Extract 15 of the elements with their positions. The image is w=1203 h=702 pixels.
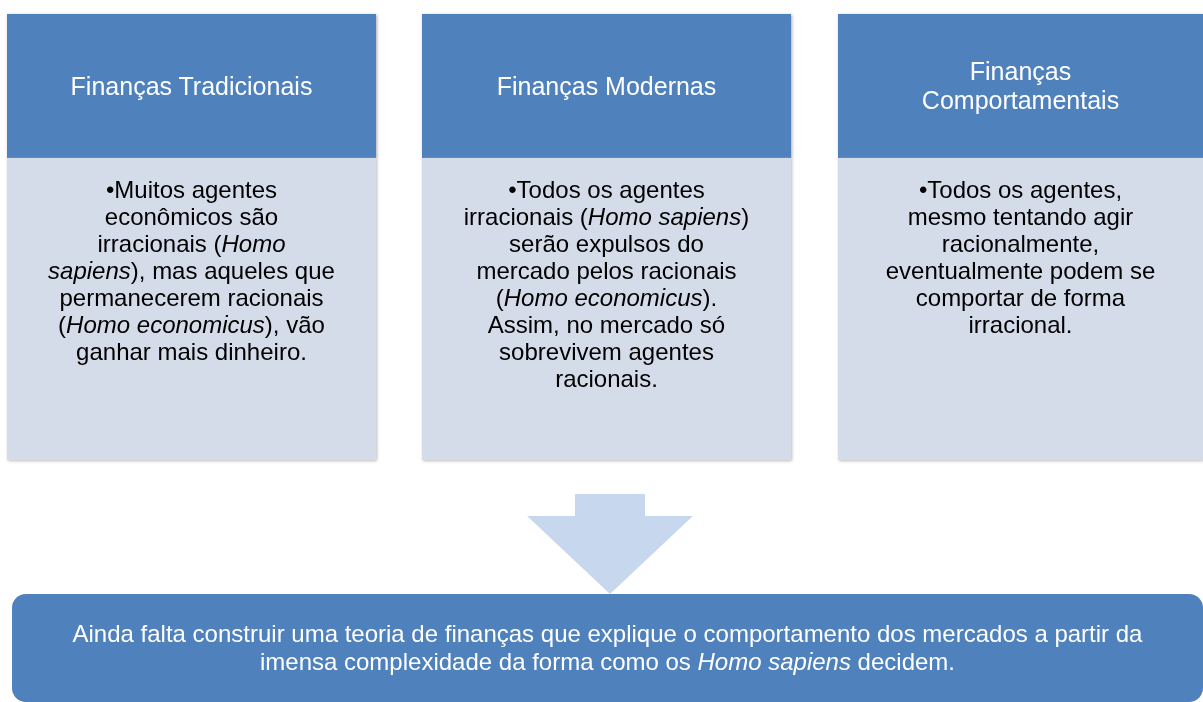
conclusion-box bbox=[12, 594, 1203, 702]
body-text: •Todos os agentes irracionais (Homo sapiens) serão expulsos do mercado pelos racionais (Homo economicus). Assim, no mercado só sobrevivem agentes racionais. bbox=[462, 176, 751, 392]
column-body bbox=[7, 158, 376, 460]
header-text: Finanças Modernas bbox=[496, 71, 717, 101]
column-header bbox=[838, 14, 1203, 158]
body-text: •Todos os agentes, mesmo tentando agir racionalmente, eventualmente podem se comportar de forma irracional. bbox=[884, 176, 1157, 338]
column-header bbox=[422, 14, 791, 158]
header-text: Finanças Tradicionais bbox=[70, 71, 313, 101]
column-header bbox=[7, 14, 376, 158]
body-text: Ainda falta construir uma teoria de finanças que explique o comportamento dos mercados a partir da imensa complexidade da forma como os Homo sapiens decidem. bbox=[71, 620, 1144, 676]
column-body bbox=[838, 158, 1203, 460]
column-body bbox=[422, 158, 791, 460]
down-arrow bbox=[527, 494, 693, 594]
header-text: Finanças Comportamentais bbox=[920, 57, 1121, 115]
body-text: •Muitos agentes econômicos são irracionais (Homo sapiens), mas aqueles que permanecerem racionais (Homo economicus), vão ganhar mais dinheiro. bbox=[47, 176, 336, 365]
